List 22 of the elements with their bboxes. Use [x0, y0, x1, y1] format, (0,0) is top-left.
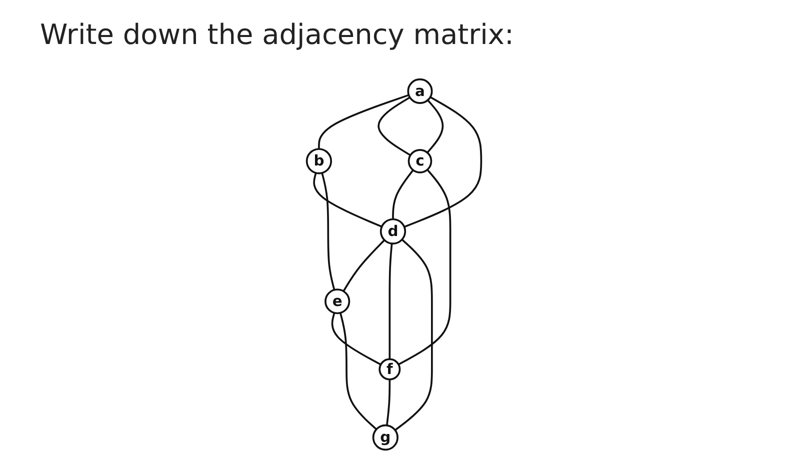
connector: [388, 243, 393, 360]
connector: [426, 100, 444, 154]
connector: [313, 172, 382, 228]
heading: Write down the adjacency matrix:: [40, 18, 514, 51]
connector: [321, 172, 336, 290]
connector: [392, 170, 414, 220]
connector: [342, 239, 386, 292]
connector: [394, 238, 433, 431]
connector: [339, 312, 378, 430]
node-circle: a: [407, 78, 433, 104]
node-circle: b: [306, 148, 332, 174]
node-circle: d: [380, 218, 406, 244]
connector: [386, 379, 391, 426]
node-circle: e: [324, 288, 350, 314]
node-circle: c: [408, 148, 432, 174]
connector: [398, 169, 452, 366]
connector: [404, 96, 482, 228]
connector: [318, 94, 410, 149]
connector: [331, 312, 382, 366]
connector: [378, 96, 411, 156]
node-circle: f: [378, 358, 401, 380]
node-circle: g: [372, 424, 398, 451]
